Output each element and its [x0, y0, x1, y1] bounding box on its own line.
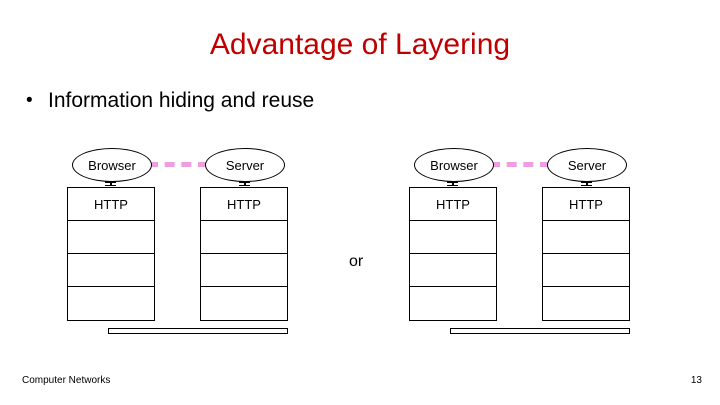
footer-left-label: Computer Networks	[22, 375, 111, 386]
dashed-link-right	[490, 162, 550, 167]
stack-cell: HTTP	[201, 188, 287, 221]
stack-cell	[201, 287, 287, 320]
or-label: or	[349, 253, 364, 270]
bullet-item: • Information hiding and reuse	[26, 88, 686, 114]
stack-cell	[201, 221, 287, 254]
stack-cell	[201, 254, 287, 287]
stack-cell	[68, 287, 154, 320]
slide-number: 13	[690, 375, 702, 386]
stack-server-right: HTTP	[542, 187, 630, 321]
stack-browser-right: HTTP	[409, 187, 497, 321]
base-bar-left	[108, 328, 288, 334]
stack-cell	[410, 287, 496, 320]
stack-cell: HTTP	[543, 188, 629, 221]
stack-browser-left: HTTP	[67, 187, 155, 321]
oval-server-left: Server	[205, 148, 285, 182]
stack-cell	[410, 254, 496, 287]
dashed-link-left	[148, 162, 208, 167]
stack-cell	[68, 254, 154, 287]
stack-cell: HTTP	[410, 188, 496, 221]
bullet-marker: •	[26, 90, 33, 111]
oval-browser-right: Browser	[414, 148, 494, 182]
base-bar-right	[450, 328, 630, 334]
stack-cell	[543, 287, 629, 320]
stack-cell	[543, 221, 629, 254]
stack-cell: HTTP	[68, 188, 154, 221]
oval-server-right: Server	[547, 148, 627, 182]
stack-cell	[543, 254, 629, 287]
stack-server-left: HTTP	[200, 187, 288, 321]
bullet-label: Information hiding and reuse	[48, 89, 315, 112]
stack-cell	[410, 221, 496, 254]
oval-browser-left: Browser	[72, 148, 152, 182]
page-title: Advantage of Layering	[209, 28, 511, 61]
stack-cell	[68, 221, 154, 254]
